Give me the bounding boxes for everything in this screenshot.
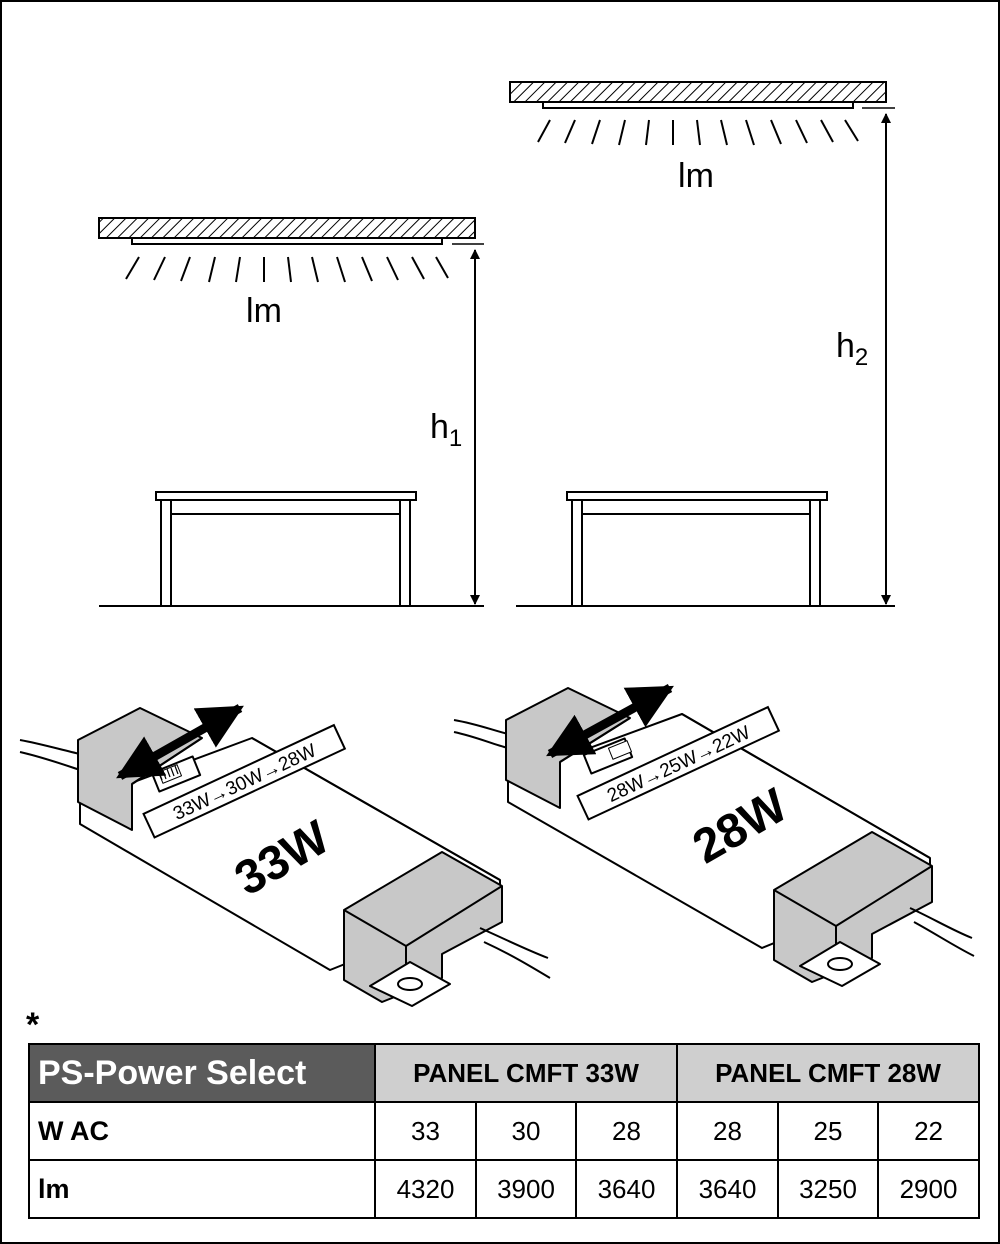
- group-header-33w: PANEL CMFT 33W: [373, 1043, 679, 1103]
- right-input-cable: [453, 719, 509, 735]
- right-scene: lm h2: [509, 81, 895, 607]
- group-header-28w: PANEL CMFT 28W: [676, 1043, 981, 1103]
- table-row: W AC 33 30 28 28 25 22: [28, 1101, 981, 1161]
- table-cell: 28: [574, 1101, 679, 1161]
- right-switch-arrow: [546, 684, 674, 758]
- table-cell: 28: [676, 1101, 780, 1161]
- table-cell: 33: [374, 1101, 477, 1161]
- right-output-cable: [909, 907, 973, 939]
- right-ceiling: [509, 81, 887, 103]
- left-driver-cap-right: [343, 851, 503, 1003]
- right-light-rays: [537, 119, 859, 146]
- table-cell: 4320: [374, 1159, 477, 1219]
- left-ceiling: [98, 217, 476, 239]
- table-cell: 25: [777, 1101, 880, 1161]
- left-table: [155, 491, 417, 607]
- left-switch-label-box: [142, 723, 347, 839]
- right-switch-label-box: [576, 705, 781, 821]
- table-row: lm 4320 3900 3640 3640 3250 2900: [28, 1159, 981, 1219]
- table-cell: 3640: [574, 1159, 679, 1219]
- table-cell: 3640: [676, 1159, 780, 1219]
- table-cell: 3250: [777, 1159, 880, 1219]
- right-lumen-label: lm: [678, 157, 714, 195]
- right-panel-light: [542, 101, 854, 109]
- left-light-rays: [125, 256, 449, 283]
- table-cell: 3900: [475, 1159, 577, 1219]
- left-height-label: h1: [430, 408, 462, 452]
- table-title: PS-Power Select: [28, 1043, 376, 1103]
- right-height-label: h2: [836, 327, 868, 371]
- left-input-cable: [19, 739, 81, 755]
- table-cell: 22: [877, 1101, 981, 1161]
- right-table: [566, 491, 828, 607]
- row-label-wac: W AC: [28, 1101, 376, 1161]
- right-driver-cap-right: [773, 831, 933, 983]
- installation-diagram: lm h1 lm: [19, 81, 975, 1007]
- left-switch-arrow: [116, 704, 244, 780]
- power-select-table: PS-Power Select PANEL CMFT 33W PANEL CMF…: [28, 1043, 981, 1219]
- table-header-row: PS-Power Select PANEL CMFT 33W PANEL CMF…: [28, 1043, 981, 1103]
- table-cell: 2900: [877, 1159, 981, 1219]
- left-lumen-label: lm: [246, 292, 282, 330]
- footnote-marker: *: [26, 1006, 40, 1044]
- table-cell: 30: [475, 1101, 577, 1161]
- driver-28w: [453, 684, 975, 987]
- left-scene: lm h1: [98, 217, 484, 607]
- left-panel-light: [131, 237, 443, 245]
- row-label-lm: lm: [28, 1159, 376, 1219]
- left-output-cable: [479, 927, 549, 959]
